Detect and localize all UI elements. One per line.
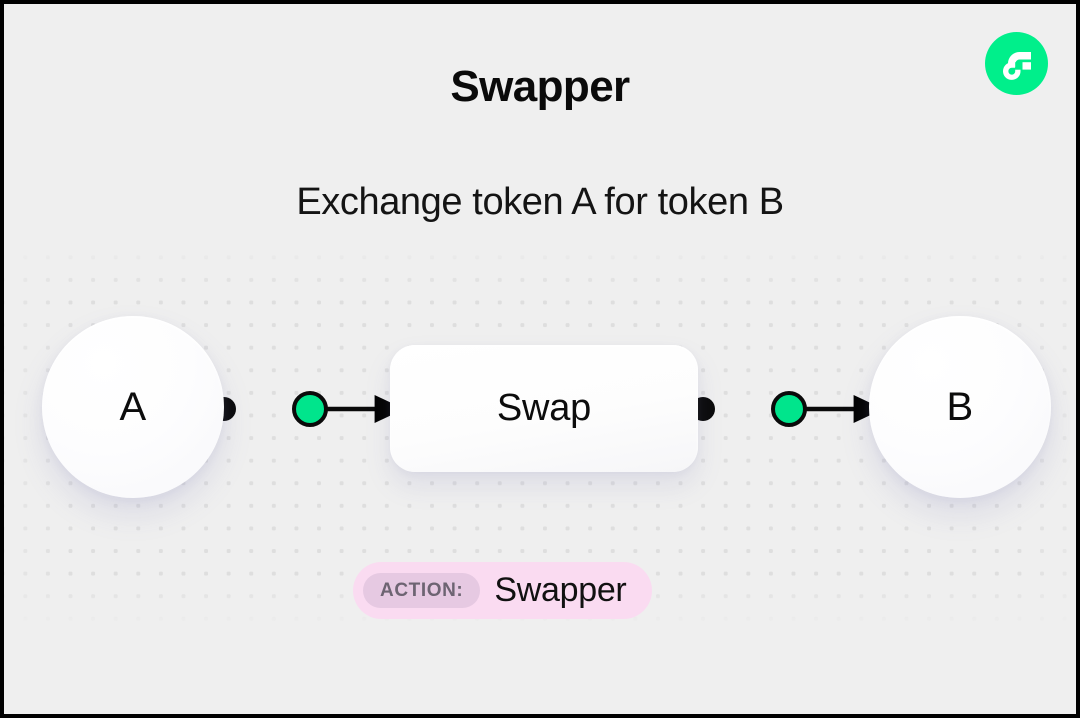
flow-logo-icon[interactable] bbox=[985, 32, 1048, 95]
node-token-a-label: A bbox=[119, 384, 147, 429]
edge-swap-to-token-b bbox=[691, 391, 884, 427]
action-badge-value: Swapper bbox=[494, 571, 627, 609]
edge-token-a-to-swap bbox=[212, 391, 405, 427]
node-token-a[interactable]: A bbox=[42, 316, 224, 498]
node-swap[interactable]: Swap bbox=[390, 345, 698, 472]
page-subtitle: Exchange token A for token B bbox=[296, 181, 784, 223]
node-token-b[interactable]: B bbox=[869, 316, 1051, 498]
page-title: Swapper bbox=[450, 62, 630, 111]
node-token-b-label: B bbox=[946, 384, 974, 429]
action-badge: ACTION: Swapper bbox=[353, 562, 653, 619]
action-badge-key: ACTION: bbox=[363, 573, 481, 608]
node-swap-label: Swap bbox=[496, 387, 592, 429]
